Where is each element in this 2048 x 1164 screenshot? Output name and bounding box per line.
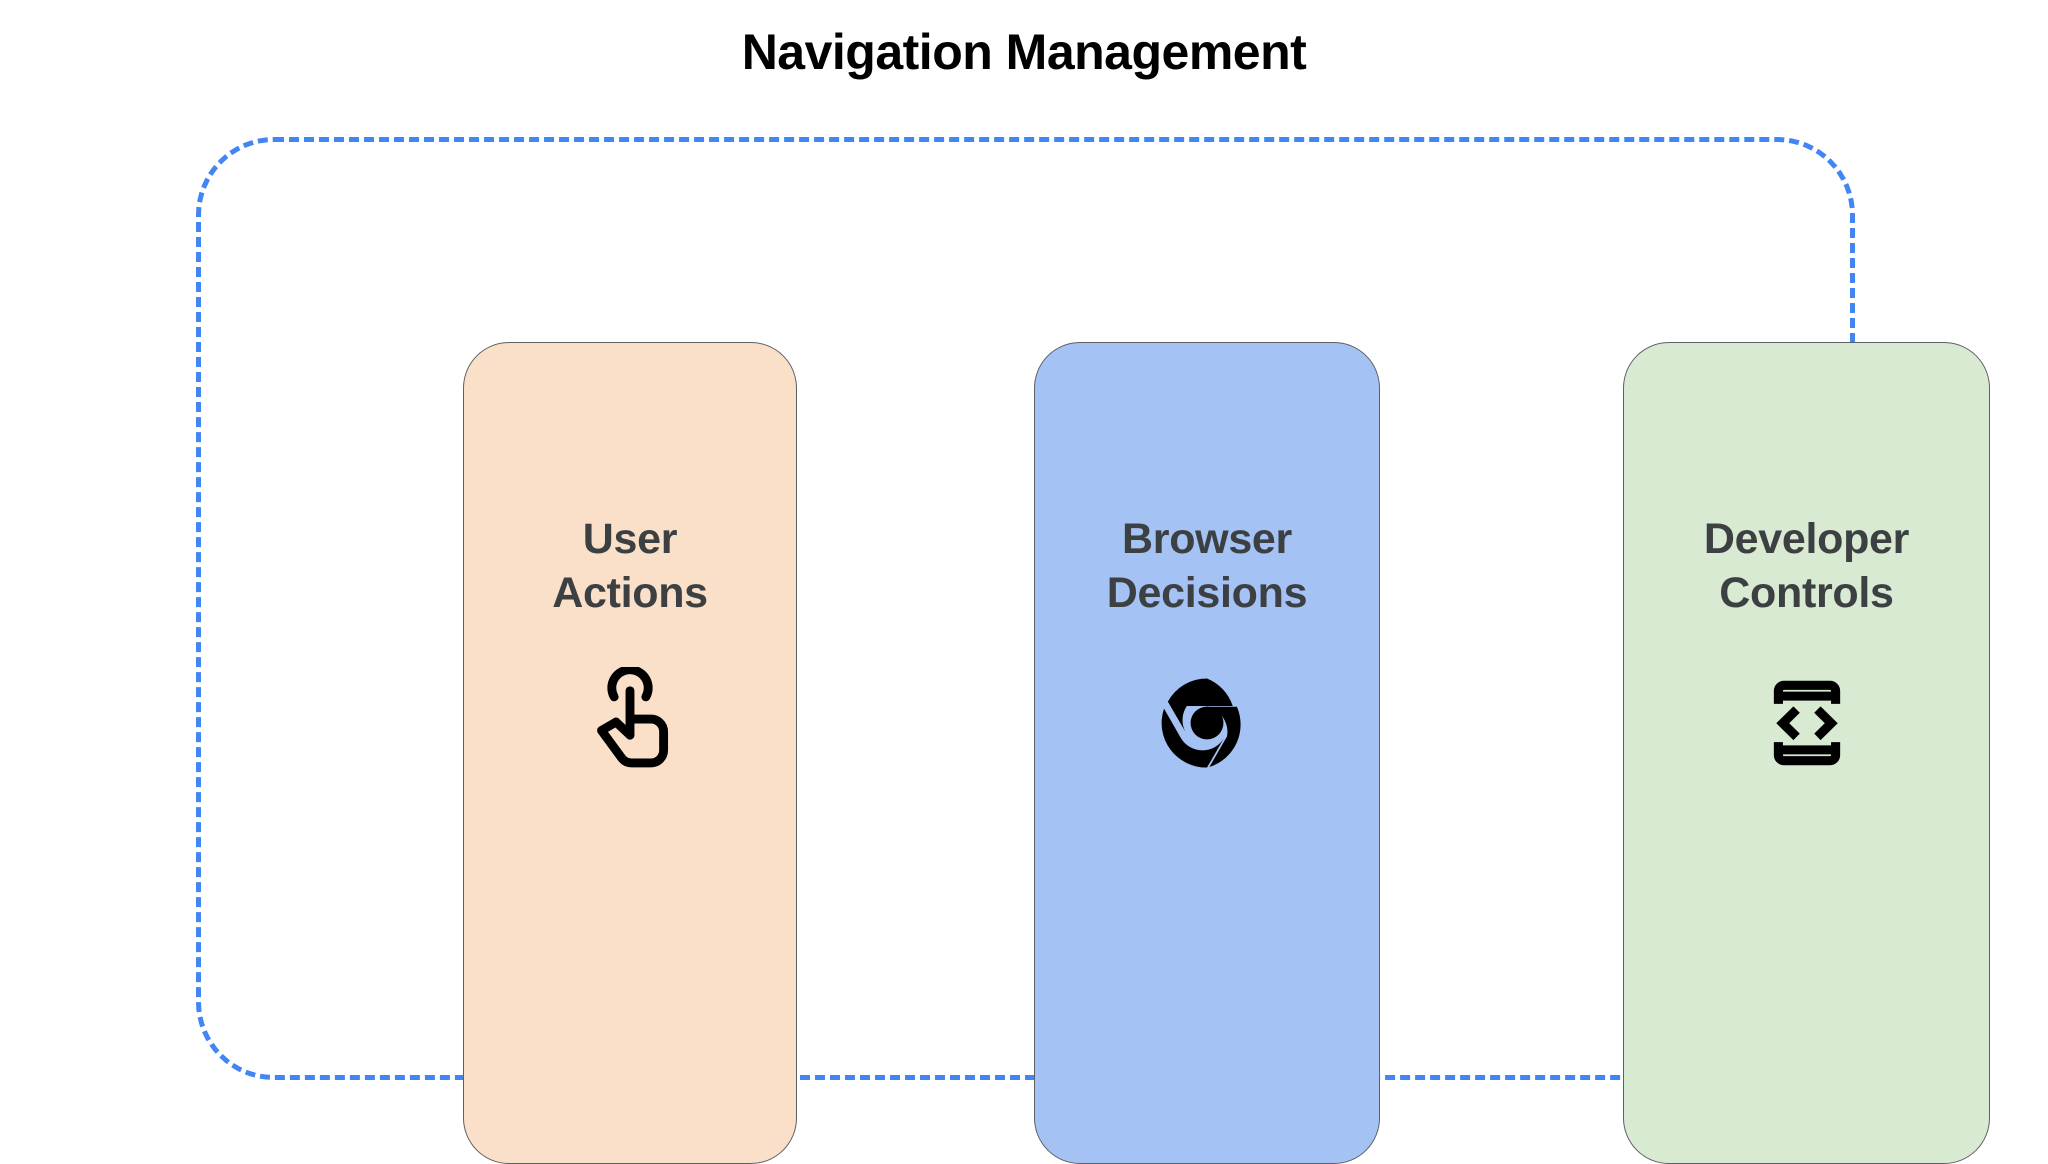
card-browser-decisions[interactable]: Browser Decisions: [1034, 342, 1380, 1164]
chrome-browser-icon: [1147, 663, 1267, 783]
page-title: Navigation Management: [741, 24, 1307, 80]
card-user-actions[interactable]: User Actions: [463, 342, 797, 1164]
developer-mode-icon: [1747, 663, 1867, 783]
navigation-management-group: User Actions Browser Decisions Developer…: [196, 137, 1990, 1164]
tap-gesture-icon: [570, 663, 690, 783]
card-browser-decisions-label: Browser Decisions: [1106, 515, 1308, 617]
card-user-actions-label: User Actions: [552, 515, 708, 617]
card-developer-controls[interactable]: Developer Controls: [1623, 342, 1990, 1164]
card-developer-controls-label: Developer Controls: [1703, 515, 1910, 617]
